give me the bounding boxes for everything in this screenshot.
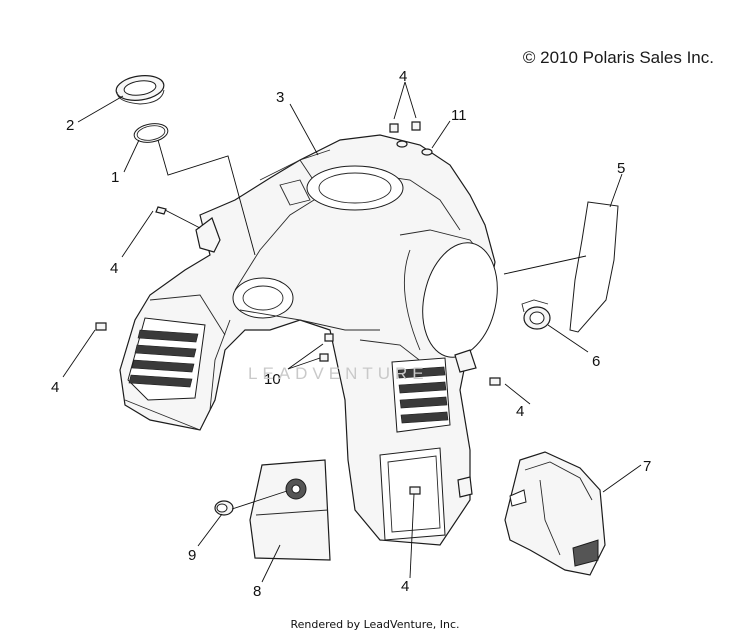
- left-vent: [127, 317, 206, 401]
- leader-lines: [62, 81, 642, 583]
- right-vent-upper: [391, 357, 451, 433]
- part-3-front-cab: [119, 134, 498, 546]
- footer-credit: Rendered by LeadVenture, Inc.: [290, 618, 460, 631]
- callout-3: 3: [276, 89, 284, 106]
- callout-10: 10: [264, 371, 281, 388]
- callout-4-top: 4: [399, 68, 407, 85]
- callout-5: 5: [617, 160, 625, 177]
- callout-2: 2: [66, 117, 74, 134]
- part-4-screws: [95, 121, 501, 495]
- callout-4-right: 4: [516, 403, 524, 420]
- watermark: LEADVENTURE: [248, 364, 429, 383]
- part-1-o-ring: [133, 123, 169, 143]
- callout-4-left-upper: 4: [110, 260, 118, 277]
- callout-6: 6: [592, 353, 600, 370]
- part-11-washers: [396, 140, 433, 156]
- part-5-decal: [569, 201, 619, 333]
- callout-9: 9: [188, 547, 196, 564]
- copyright-notice: © 2010 Polaris Sales Inc.: [522, 48, 714, 67]
- part-6-grommet: [521, 299, 551, 330]
- callout-1: 1: [111, 169, 119, 186]
- callout-11: 11: [451, 107, 467, 124]
- callout-4-bottom: 4: [401, 578, 409, 595]
- callout-8: 8: [253, 583, 261, 600]
- part-2-gasket: [115, 75, 165, 105]
- part-8-cover-panel: [249, 459, 331, 561]
- callout-4-left-lower: 4: [51, 379, 59, 396]
- callout-7: 7: [643, 458, 651, 475]
- part-7-storage-box: [504, 451, 606, 576]
- part-9-plug: [214, 500, 234, 516]
